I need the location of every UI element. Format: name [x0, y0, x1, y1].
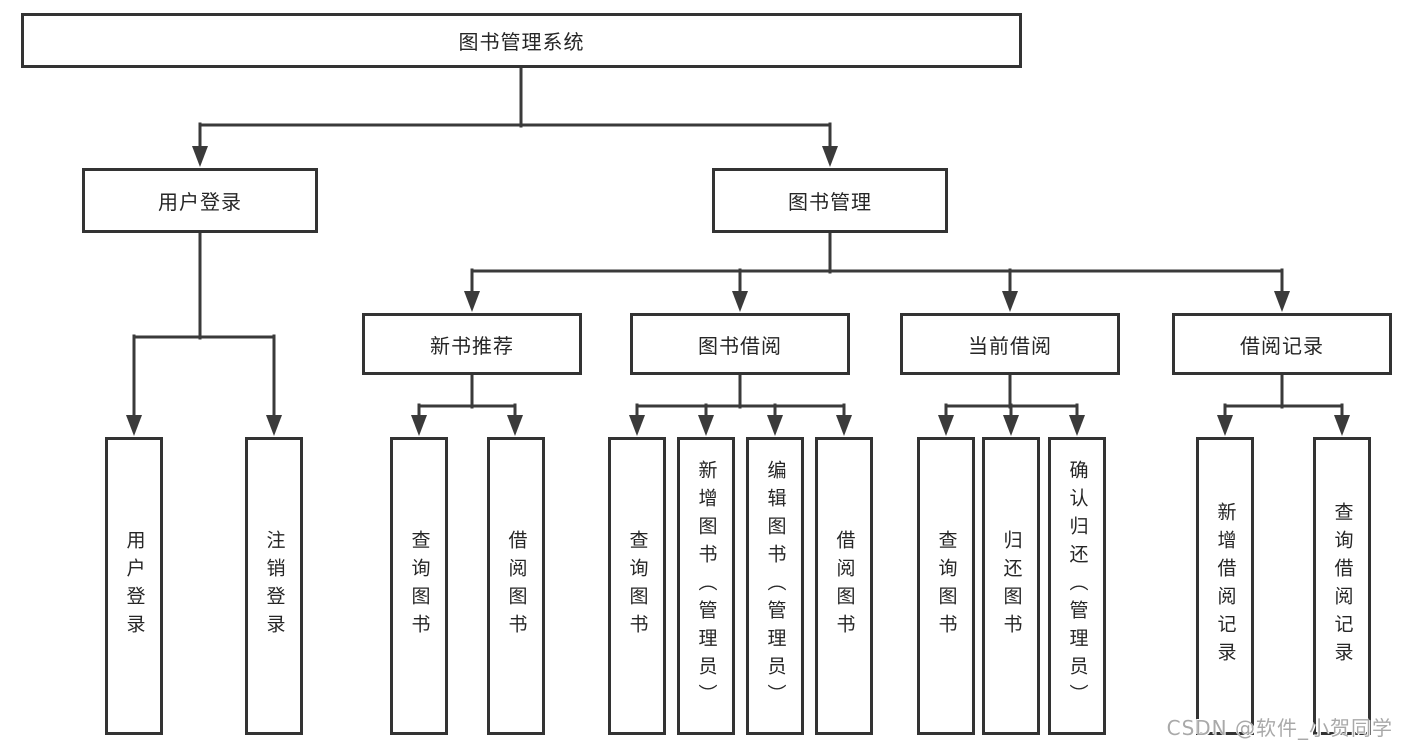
leaf-query-books-current: 查询图书: [917, 437, 975, 735]
leaf-label: 查询借阅记录: [1331, 502, 1354, 670]
connector-root-to-level2: [192, 66, 838, 167]
leaf-label: 确认归还（管理员）: [1066, 460, 1089, 712]
leaf-label: 新增借阅记录: [1214, 502, 1237, 670]
leaf-label: 编辑图书（管理员）: [764, 460, 787, 712]
leaf-label: 注销登录: [263, 530, 286, 642]
leaf-return-books: 归还图书: [982, 437, 1040, 735]
leaf-logout: 注销登录: [245, 437, 303, 735]
connector-book-management-to-level3: [464, 231, 1290, 312]
leaf-borrow-books: 借阅图书: [815, 437, 873, 735]
leaf-label: 借阅图书: [833, 530, 856, 642]
leaf-label: 查询图书: [626, 530, 649, 642]
connector-user-login-to-leaves: [126, 231, 282, 436]
leaf-add-borrow-record: 新增借阅记录: [1196, 437, 1254, 735]
connector-book-borrow-to-leaves: [629, 373, 852, 436]
leaf-user-login: 用户登录: [105, 437, 163, 735]
leaf-label: 查询图书: [935, 530, 958, 642]
leaf-label: 查询图书: [408, 530, 431, 642]
leaf-query-borrow-record: 查询借阅记录: [1313, 437, 1371, 735]
csdn-watermark: CSDN @软件_小贺同学: [1166, 716, 1393, 740]
leaf-label: 新增图书（管理员）: [695, 460, 718, 712]
connector-new-book-to-leaves: [411, 373, 523, 436]
connector-borrow-records-to-leaves: [1217, 373, 1350, 436]
leaf-borrow-books-recommend: 借阅图书: [487, 437, 545, 735]
leaf-confirm-return-admin: 确认归还（管理员）: [1048, 437, 1106, 735]
node-current-borrowing: 当前借阅: [900, 313, 1120, 375]
node-new-book-recommendation: 新书推荐: [362, 313, 582, 375]
leaf-label: 用户登录: [123, 530, 146, 642]
leaf-label: 归还图书: [1000, 530, 1023, 642]
node-book-borrowing: 图书借阅: [630, 313, 850, 375]
node-borrowing-records: 借阅记录: [1172, 313, 1392, 375]
leaf-edit-books-admin: 编辑图书（管理员）: [746, 437, 804, 735]
leaf-query-books-borrow: 查询图书: [608, 437, 666, 735]
node-user-login: 用户登录: [82, 168, 318, 233]
node-root: 图书管理系统: [21, 13, 1022, 68]
leaf-query-books-recommend: 查询图书: [390, 437, 448, 735]
connector-current-borrow-to-leaves: [938, 373, 1085, 436]
leaf-add-books-admin: 新增图书（管理员）: [677, 437, 735, 735]
leaf-label: 借阅图书: [505, 530, 528, 642]
node-book-management: 图书管理: [712, 168, 948, 233]
